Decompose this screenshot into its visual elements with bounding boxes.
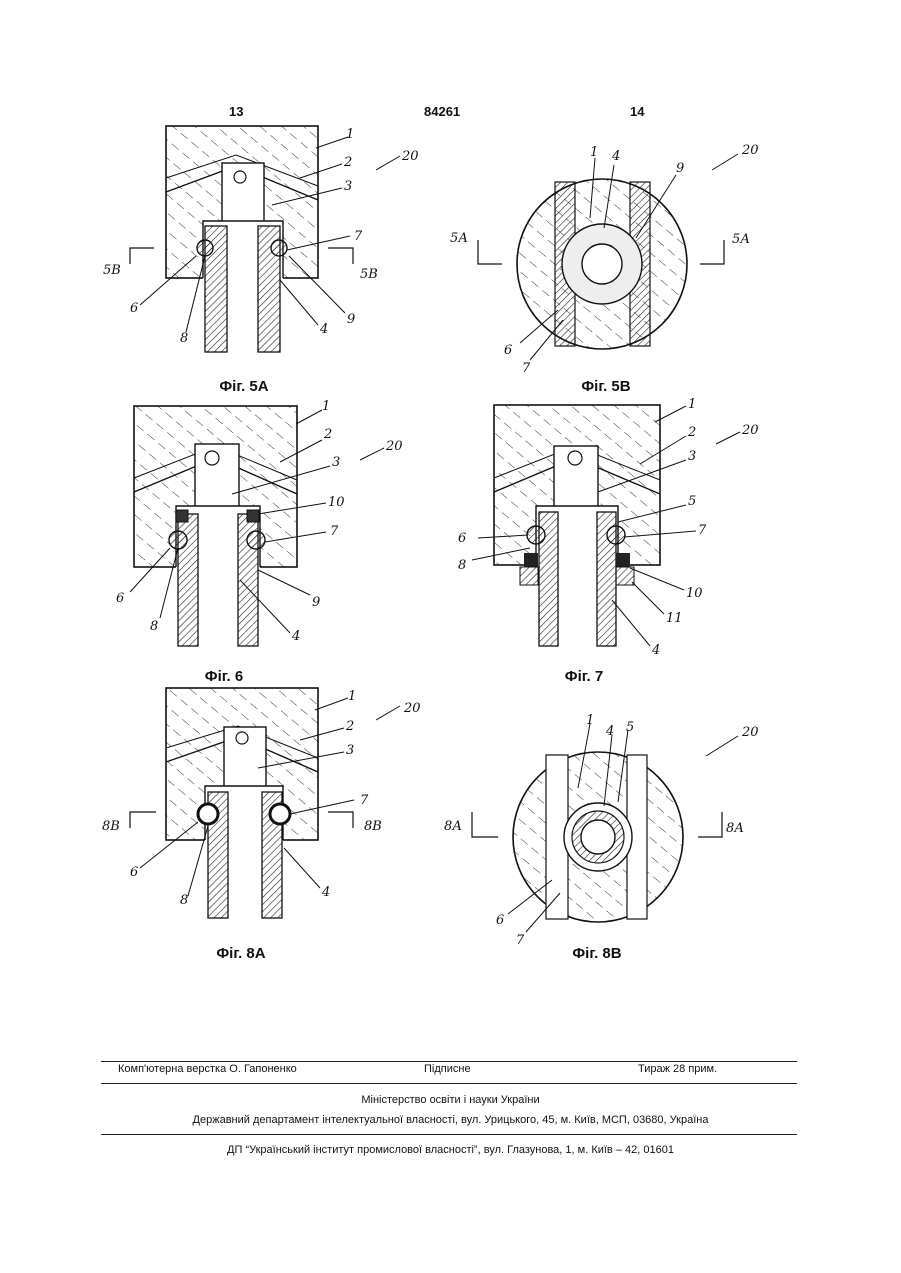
footer-rule-top [101,1061,797,1062]
svg-text:8: 8 [458,558,466,573]
svg-text:7: 7 [354,229,363,244]
svg-text:2: 2 [343,155,352,170]
svg-text:3: 3 [346,743,354,758]
svg-text:4: 4 [321,885,330,900]
svg-text:7: 7 [698,523,707,538]
svg-text:20: 20 [403,701,421,716]
svg-text:6: 6 [504,343,512,358]
composer-credit: Комп'ютерна верстка О. Гапоненко [118,1063,297,1075]
figure-8a: 1 2 3 20 7 6 8 4 8В 8В [102,688,421,918]
svg-text:1: 1 [322,399,330,414]
svg-text:3: 3 [332,455,340,470]
figure-7: 1 2 3 20 57 6 8 1011 4 [458,397,759,658]
svg-text:7: 7 [522,361,531,376]
svg-text:8А: 8А [444,819,462,834]
svg-text:5В: 5В [103,263,121,278]
svg-text:4: 4 [611,149,620,164]
footer-rule-bottom [101,1134,797,1135]
svg-text:5: 5 [688,494,696,509]
svg-text:10: 10 [686,586,703,601]
svg-text:8В: 8В [364,819,382,834]
svg-text:1: 1 [348,689,356,704]
caption-fig-6: Фіг. 6 [205,668,243,685]
svg-text:2: 2 [345,719,354,734]
caption-fig-5b: Фіг. 5В [581,378,630,395]
svg-text:4: 4 [319,322,328,337]
svg-text:9: 9 [347,312,355,327]
svg-text:5: 5 [626,720,634,735]
svg-text:7: 7 [516,933,525,948]
svg-text:7: 7 [360,793,369,808]
figure-5b: 14 9 20 5А 5А 67 [450,143,759,376]
figure-5a: 1 2 3 20 7 6 8 4 9 5В 5В [103,126,419,352]
svg-text:3: 3 [344,179,352,194]
figure-6: 1 2 3 20 10 7 6 8 4 9 [116,399,403,646]
svg-text:8: 8 [150,619,158,634]
svg-text:5А: 5А [732,232,750,247]
figure-8b: 14 5 20 8А 8А 67 [444,713,759,948]
svg-text:2: 2 [323,427,332,442]
caption-fig-8a: Фіг. 8А [216,945,265,962]
svg-text:6: 6 [130,301,138,316]
svg-text:8А: 8А [726,821,744,836]
svg-text:20: 20 [385,439,403,454]
svg-text:20: 20 [741,143,759,158]
svg-text:8: 8 [180,893,188,908]
svg-text:8В: 8В [102,819,120,834]
svg-text:6: 6 [130,865,138,880]
department-line: Державний департамент інтелектуальної вл… [0,1114,901,1126]
svg-text:4: 4 [651,643,660,658]
svg-text:1: 1 [346,127,354,142]
caption-fig-7: Фіг. 7 [565,668,603,685]
svg-text:9: 9 [676,161,684,176]
svg-text:2: 2 [687,425,696,440]
institute-line: ДП “Український інститут промислової вла… [0,1144,901,1156]
circulation-note: Тираж 28 прим. [638,1063,717,1075]
svg-text:8: 8 [180,331,188,346]
subscription-note: Підписне [424,1063,471,1075]
caption-fig-5a: Фіг. 5А [219,378,268,395]
svg-text:20: 20 [401,149,419,164]
svg-text:5В: 5В [360,267,378,282]
svg-text:6: 6 [496,913,504,928]
svg-text:20: 20 [741,725,759,740]
svg-text:6: 6 [458,531,466,546]
svg-text:1: 1 [586,713,594,728]
svg-text:3: 3 [688,449,696,464]
footer-rule-middle [101,1083,797,1084]
svg-text:11: 11 [666,611,683,626]
svg-text:1: 1 [590,145,598,160]
ministry-line: Міністерство освіти і науки України [0,1094,901,1106]
svg-text:4: 4 [605,724,614,739]
svg-text:10: 10 [328,495,345,510]
svg-text:6: 6 [116,591,124,606]
caption-fig-8b: Фіг. 8В [572,945,621,962]
svg-text:4: 4 [291,629,300,644]
svg-text:7: 7 [330,524,339,539]
svg-text:9: 9 [312,595,320,610]
svg-text:5А: 5А [450,231,468,246]
svg-text:1: 1 [688,397,696,412]
svg-text:20: 20 [741,423,759,438]
